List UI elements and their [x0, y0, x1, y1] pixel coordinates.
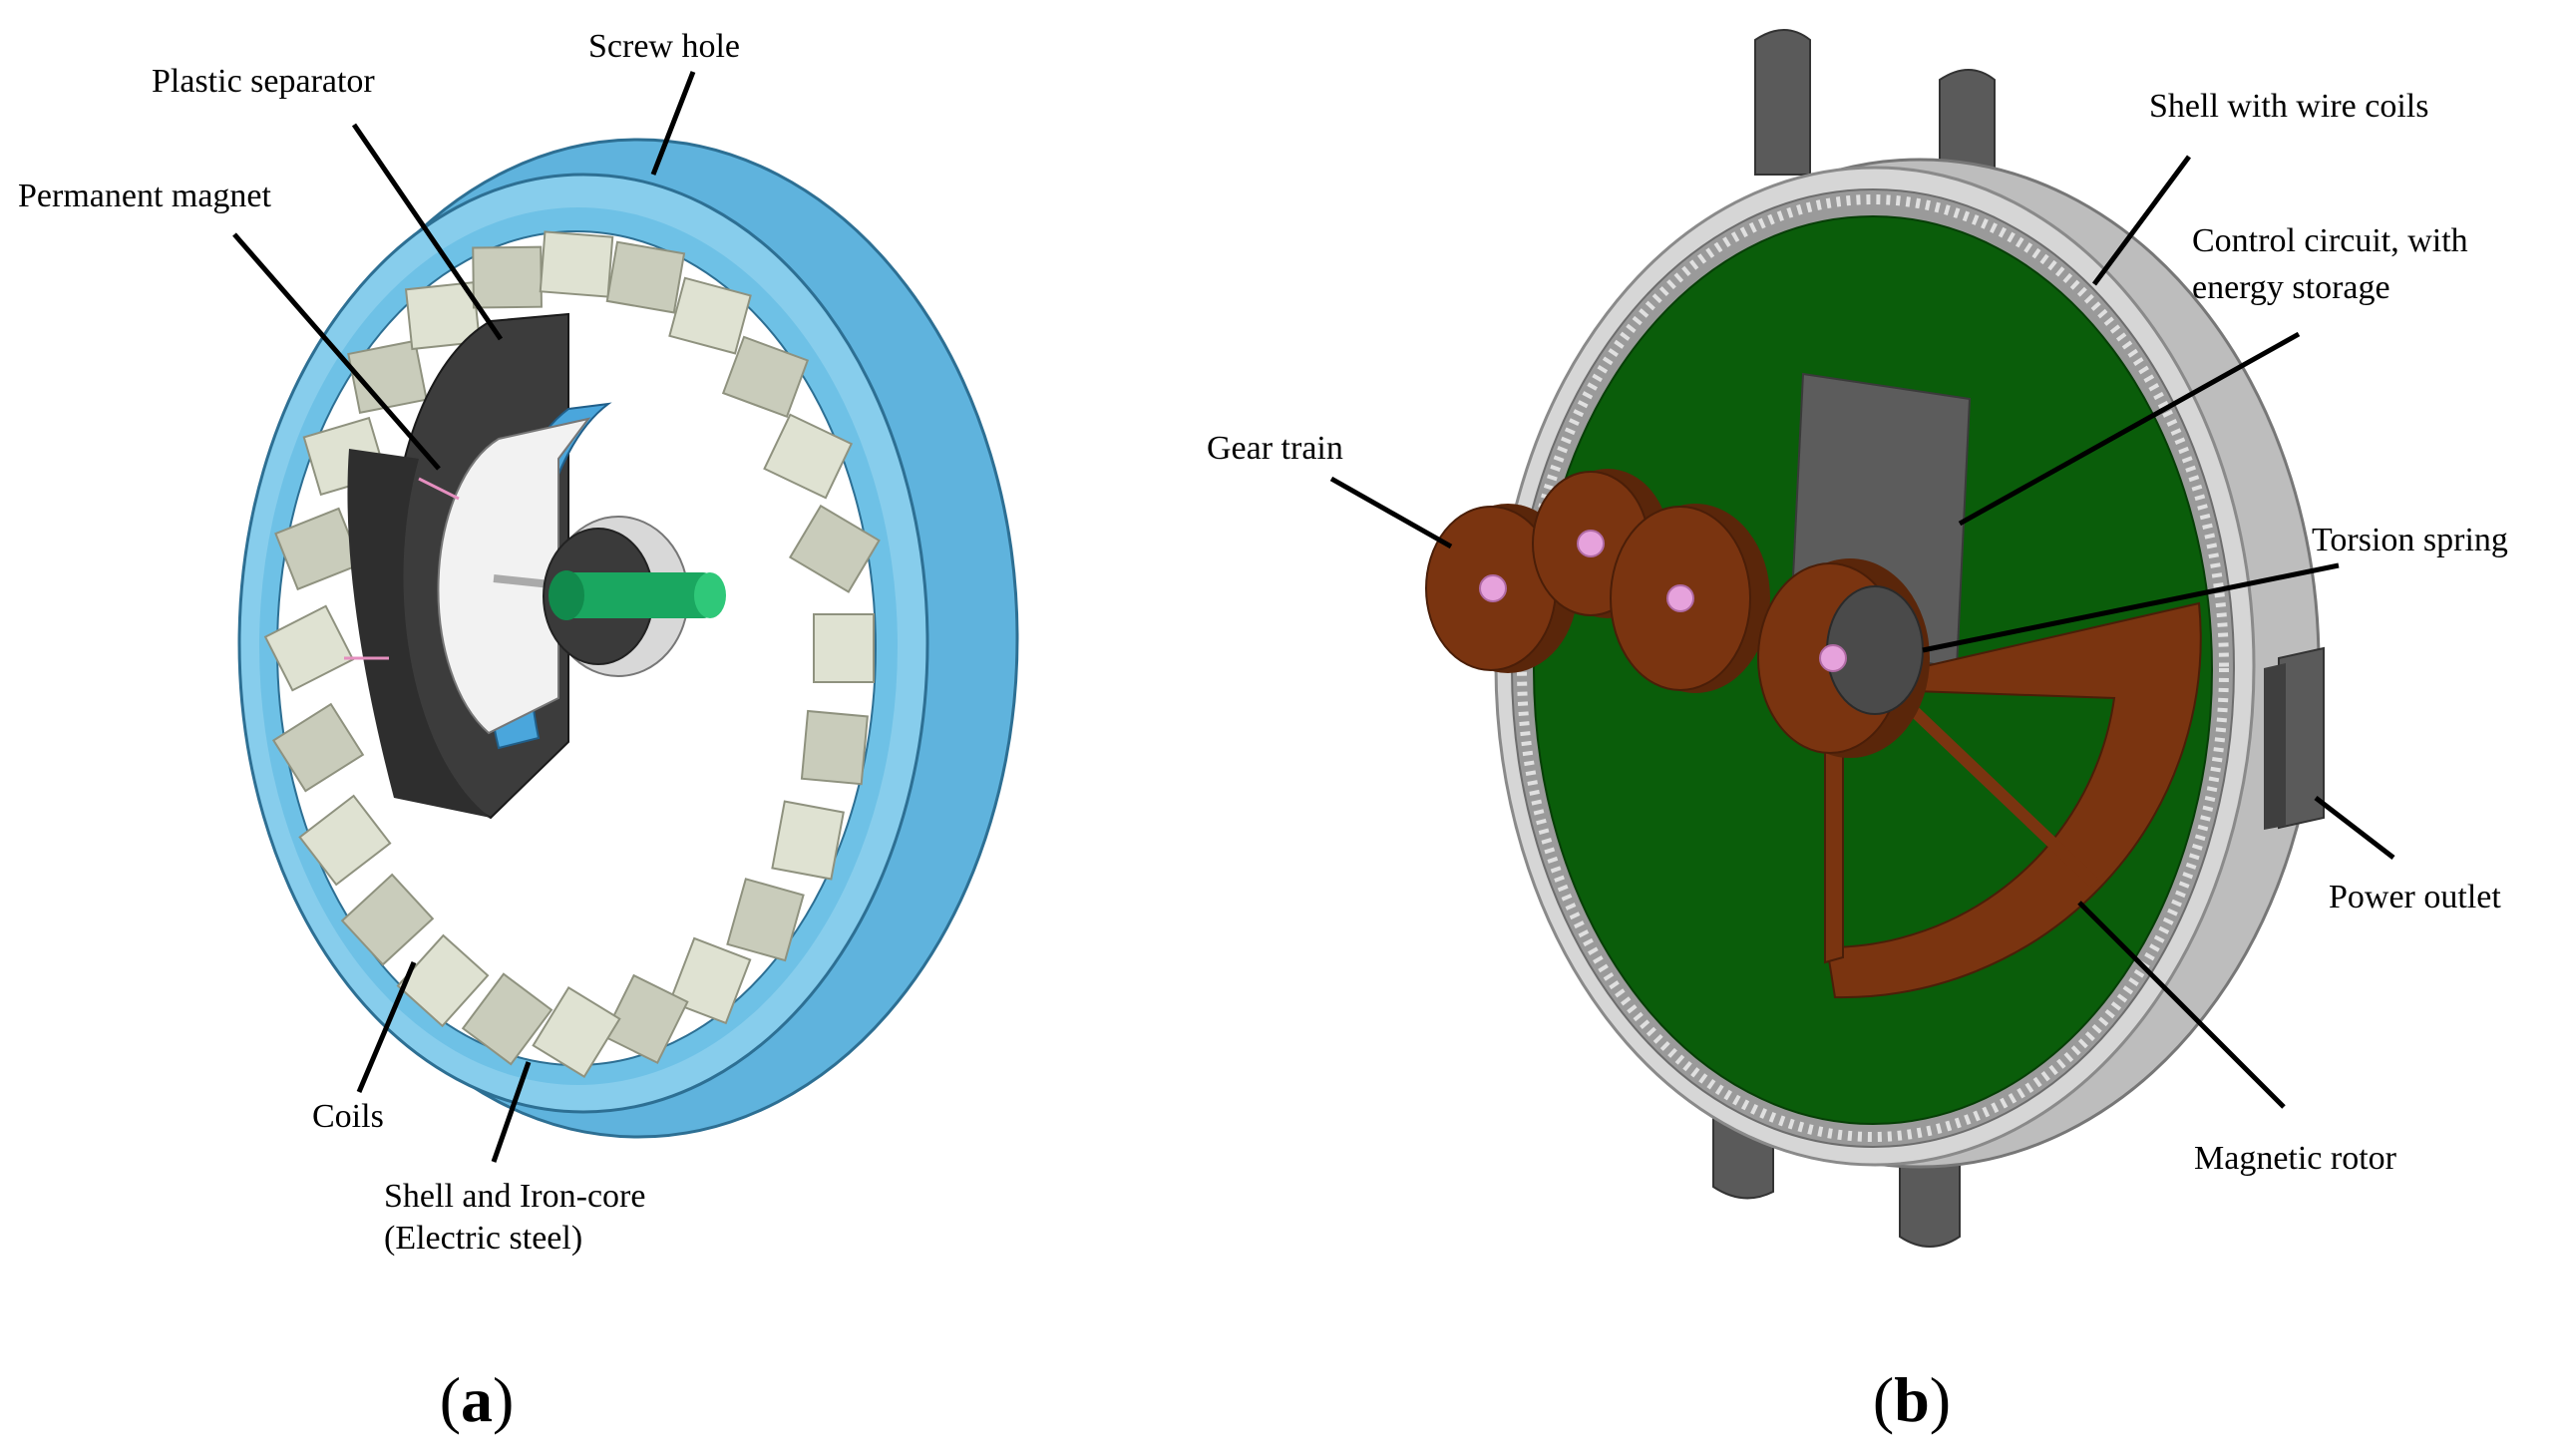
leader-permanent-magnet — [232, 232, 441, 471]
label-gear-train: Gear train — [1207, 430, 1343, 467]
leader-plastic-separator — [351, 123, 504, 341]
coil-block — [602, 973, 689, 1065]
label-magnetic-rotor: Magnetic rotor — [2194, 1140, 2397, 1177]
coil-block — [721, 335, 810, 419]
panel-b-labels: Shell with wire coils Control circuit, w… — [1207, 88, 2508, 1177]
label-plastic-separator: Plastic separator — [152, 63, 375, 100]
leader-power-outlet — [2314, 796, 2395, 860]
caption-b-letter: b — [1894, 1364, 1930, 1435]
panel-b-illustration — [1425, 29, 2325, 1248]
label-power-outlet: Power outlet — [2329, 879, 2501, 915]
panel-a-leaders — [232, 71, 696, 1163]
caption-a-open: ( — [440, 1364, 461, 1435]
coil-block — [539, 230, 614, 298]
coil-block — [461, 972, 553, 1066]
gear-4-pin — [1819, 644, 1847, 672]
shaft — [558, 572, 713, 618]
coil-block — [668, 936, 752, 1025]
leader-gear-train — [1329, 476, 1453, 549]
shaft-end — [694, 572, 726, 618]
permanent-magnet-side — [347, 449, 491, 818]
label-permanent-magnet: Permanent magnet — [18, 178, 272, 214]
panel-a-labels: Plastic separator Screw hole Permanent m… — [18, 28, 740, 1257]
clip-top-left — [1754, 29, 1811, 176]
label-coils: Coils — [312, 1098, 384, 1135]
coil-block — [263, 604, 355, 692]
coil-block — [340, 873, 435, 966]
label-shell-line2: (Electric steel) — [384, 1220, 582, 1257]
leader-magnetic-rotor — [2077, 901, 2286, 1109]
power-outlet-front — [2264, 663, 2286, 830]
leader-coils — [356, 961, 417, 1093]
rotor-web — [437, 417, 591, 735]
caption-b-close: ) — [1930, 1364, 1951, 1435]
coil-block — [605, 240, 686, 314]
coil-block — [347, 339, 428, 415]
coil-block — [813, 613, 875, 683]
coil-block — [726, 878, 805, 962]
gear-3-pin — [1666, 584, 1694, 612]
label-shell-line1: Shell and Iron-core — [384, 1178, 645, 1215]
label-screw-hole: Screw hole — [588, 28, 740, 65]
panel-a-illustration — [237, 138, 1019, 1139]
coil-block — [404, 281, 482, 351]
magnetic-rotor-spoke — [1885, 683, 2099, 888]
gear-1-pin — [1479, 574, 1507, 602]
leader-shell-with-wire-coils — [2091, 155, 2192, 286]
leader-control-circuit — [1958, 331, 2301, 527]
leader-shell — [491, 1061, 532, 1163]
caption-a-letter: a — [461, 1364, 493, 1435]
coil-block — [271, 702, 365, 793]
coil-block — [788, 504, 881, 593]
coil-block — [771, 800, 845, 881]
caption-a-close: ) — [493, 1364, 514, 1435]
coil-block — [298, 794, 392, 887]
toothed-ring-pattern — [1517, 194, 2229, 1142]
coil-block — [532, 985, 621, 1079]
coil-block — [800, 709, 869, 786]
coil-block — [396, 933, 490, 1028]
caption-b-open: ( — [1873, 1364, 1894, 1435]
panel-b-leaders — [1329, 155, 2395, 1109]
coil-block — [472, 245, 543, 309]
coil-block — [668, 276, 752, 355]
label-control-line1: Control circuit, with — [2192, 222, 2468, 259]
gear-2-pin — [1577, 530, 1605, 557]
leader-screw-hole — [650, 71, 696, 176]
coil-block — [763, 413, 854, 500]
coil-ring — [263, 230, 881, 1079]
magnetic-rotor — [1825, 601, 2202, 999]
label-shell-with-wire-coils: Shell with wire coils — [2149, 88, 2428, 125]
magnet-mark-1 — [418, 477, 460, 501]
caption-b: (b) — [1873, 1364, 1951, 1435]
shaft-front — [549, 570, 584, 620]
caption-a: (a) — [440, 1364, 515, 1435]
leader-torsion-spring — [1922, 562, 2340, 653]
label-torsion-spring: Torsion spring — [2312, 522, 2508, 558]
label-control-line2: energy storage — [2192, 269, 2390, 306]
